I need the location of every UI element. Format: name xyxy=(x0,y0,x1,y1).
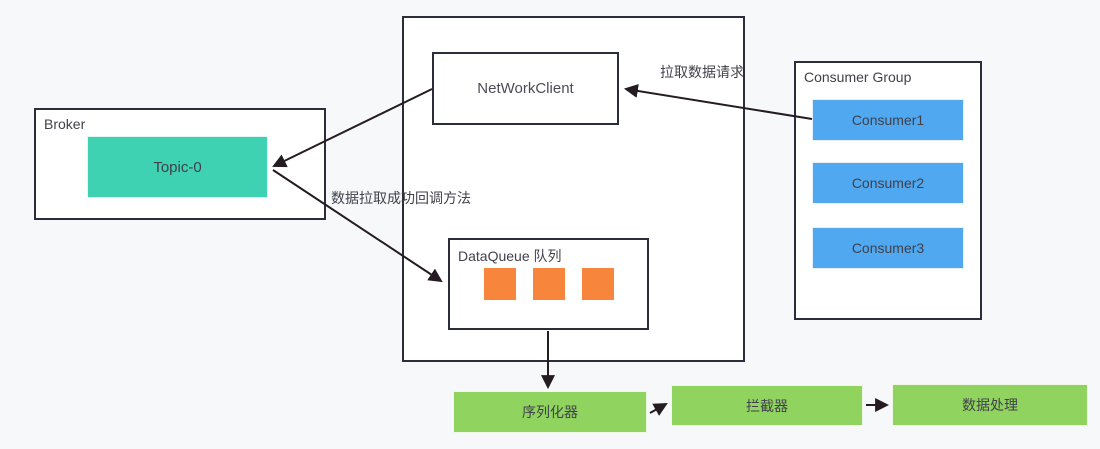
queue-slot-row xyxy=(450,268,647,300)
broker-box: Broker Topic-0 xyxy=(34,108,326,220)
data-processor-label: 数据处理 xyxy=(962,397,1018,413)
serializer-node: 序列化器 xyxy=(453,391,647,433)
interceptor-label: 拦截器 xyxy=(746,397,788,414)
consumer-group-box: Consumer Group Consumer1 Consumer2 Consu… xyxy=(794,61,982,320)
topic-label: Topic-0 xyxy=(153,158,202,176)
consumer-group-title: Consumer Group xyxy=(804,69,912,85)
client-container-box: NetWorkClient DataQueue 队列 xyxy=(402,16,745,362)
consumer-1-node: Consumer1 xyxy=(812,99,964,141)
consumer-2-label: Consumer2 xyxy=(851,175,925,191)
pull-request-edge-label: 拉取数据请求 xyxy=(660,64,744,80)
consumer-2-node: Consumer2 xyxy=(812,162,964,204)
edge-serializer-to-interceptor xyxy=(649,402,668,416)
pull-callback-edge-label: 数据拉取成功回调方法 xyxy=(331,190,471,206)
queue-item xyxy=(581,268,614,300)
network-client-node: NetWorkClient xyxy=(432,52,619,125)
data-queue-title: DataQueue 队列 xyxy=(458,248,562,264)
consumer-3-label: Consumer3 xyxy=(851,240,925,256)
network-client-label: NetWorkClient xyxy=(477,80,574,97)
topic-node: Topic-0 xyxy=(87,136,268,198)
broker-title: Broker xyxy=(44,116,86,132)
serializer-label: 序列化器 xyxy=(522,404,578,420)
consumer-1-label: Consumer1 xyxy=(851,112,925,128)
data-queue-box: DataQueue 队列 xyxy=(448,238,649,330)
data-processor-node: 数据处理 xyxy=(892,384,1088,426)
queue-item xyxy=(532,268,565,300)
queue-item xyxy=(483,268,516,300)
interceptor-node: 拦截器 xyxy=(671,385,863,426)
consumer-3-node: Consumer3 xyxy=(812,227,964,269)
